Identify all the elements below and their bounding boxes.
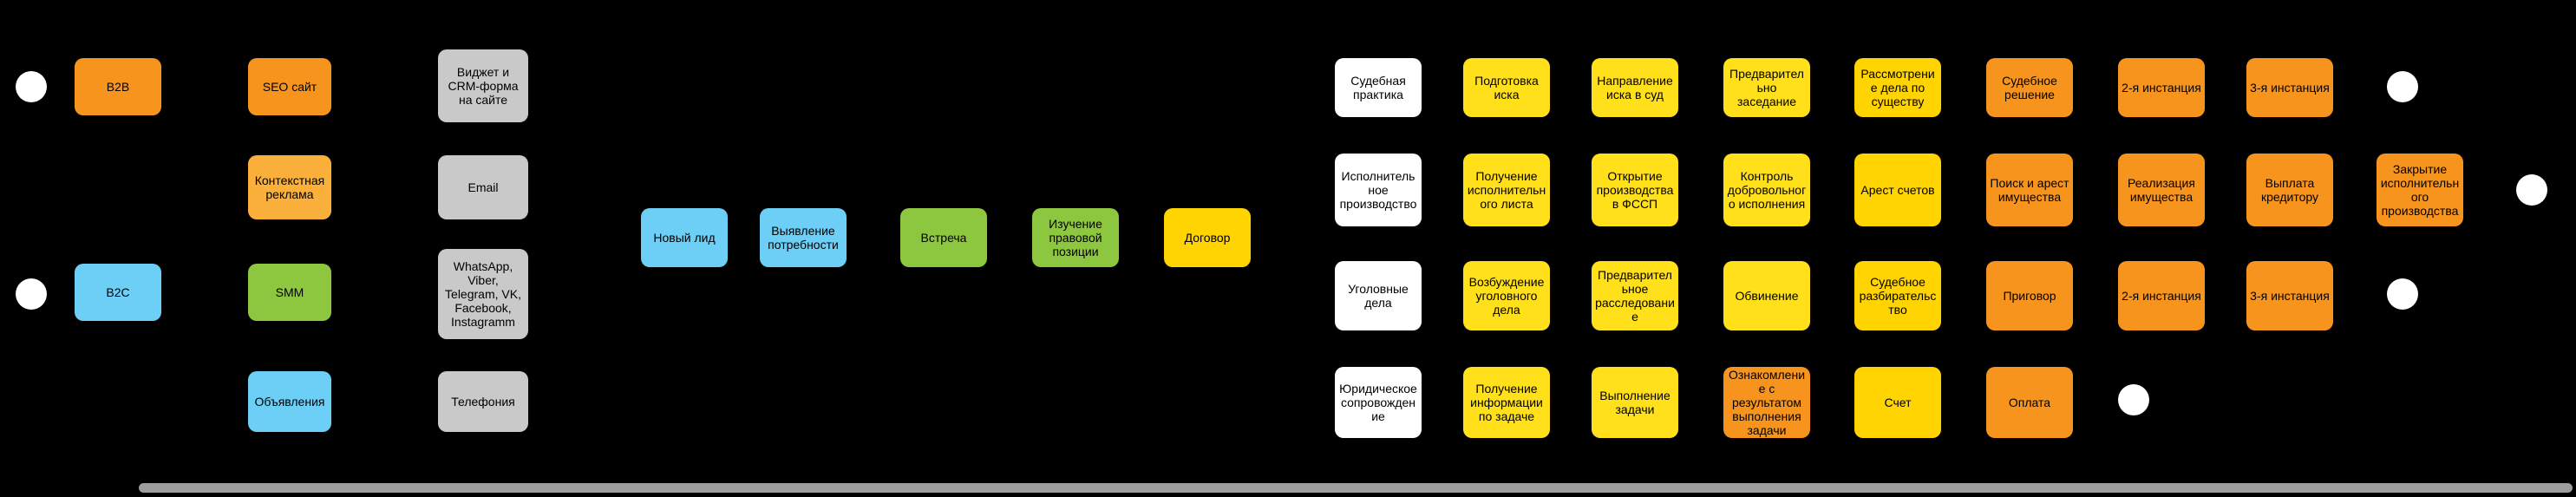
stage-node[interactable]: Судебное решение xyxy=(1986,58,2073,117)
stage-node[interactable]: Открытие производства в ФССП xyxy=(1592,154,1678,226)
stage-node[interactable]: Выполнение задачи xyxy=(1592,367,1678,438)
stage-node[interactable]: Реализация имущества xyxy=(2118,154,2205,226)
end-marker-enforcement xyxy=(2516,174,2547,206)
source-smm[interactable]: SMM xyxy=(248,264,331,321)
channel-widget-crm-form[interactable]: Виджет и CRM-форма на сайте xyxy=(438,49,528,122)
stage-node[interactable]: Поиск и арест имущества xyxy=(1986,154,2073,226)
stage-node[interactable]: Обвинение xyxy=(1723,261,1810,330)
stage-node[interactable]: Приговор xyxy=(1986,261,2073,330)
stage-node[interactable]: Судебное разбирательство xyxy=(1854,261,1941,330)
segment-b2c[interactable]: B2C xyxy=(75,264,161,321)
horizontal-scrollbar[interactable] xyxy=(139,483,2573,493)
lead-stage-new-lead[interactable]: Новый лид xyxy=(641,208,728,267)
stage-node[interactable]: Выплата кредитору xyxy=(2246,154,2333,226)
segment-b2b[interactable]: B2B xyxy=(75,58,161,115)
lead-stage-meeting[interactable]: Встреча xyxy=(900,208,987,267)
pipeline-label-enforcement[interactable]: Исполнительное производство xyxy=(1335,154,1422,226)
stage-node[interactable]: Арест счетов xyxy=(1854,154,1941,226)
stage-node[interactable]: Предварительное расследование xyxy=(1592,261,1678,330)
stage-node[interactable]: 3-я инстанция xyxy=(2246,261,2333,330)
stage-node[interactable]: 2-я инстанция xyxy=(2118,261,2205,330)
pipeline-label-criminal[interactable]: Уголовные дела xyxy=(1335,261,1422,330)
lead-stage-contract[interactable]: Договор xyxy=(1164,208,1251,267)
stage-node[interactable]: Счет xyxy=(1854,367,1941,438)
stage-node[interactable]: Возбуждение уголовного дела xyxy=(1463,261,1550,330)
stage-node[interactable]: Закрытие исполнительного производства xyxy=(2377,154,2463,226)
channel-messengers[interactable]: WhatsApp, Viber, Telegram, VK, Facebook,… xyxy=(438,249,528,339)
stage-node[interactable]: Рассмотрение дела по существу xyxy=(1854,58,1941,117)
lead-stage-legal-position[interactable]: Изучение правовой позиции xyxy=(1032,208,1119,267)
start-marker-b2c xyxy=(16,278,47,310)
source-seo[interactable]: SEO сайт xyxy=(248,58,331,115)
start-marker-b2b xyxy=(16,71,47,102)
pipeline-label-legal-support[interactable]: Юридическое сопровождение xyxy=(1335,367,1422,438)
pipeline-label-court-practice[interactable]: Судебная практика xyxy=(1335,58,1422,117)
end-marker-criminal xyxy=(2387,278,2418,310)
stage-node[interactable]: Получение информации по задаче xyxy=(1463,367,1550,438)
channel-email[interactable]: Email xyxy=(438,155,528,219)
stage-node[interactable]: Предварительно заседание xyxy=(1723,58,1810,117)
stage-node[interactable]: 2-я инстанция xyxy=(2118,58,2205,117)
stage-node[interactable]: Ознакомление с результатом выполнения за… xyxy=(1723,367,1810,438)
source-context-ads[interactable]: Контекстная реклама xyxy=(248,155,331,219)
channel-telephony[interactable]: Телефония xyxy=(438,371,528,432)
stage-node[interactable]: 3-я инстанция xyxy=(2246,58,2333,117)
source-classifieds[interactable]: Объявления xyxy=(248,371,331,432)
lead-stage-needs[interactable]: Выявление потребности xyxy=(760,208,847,267)
stage-node[interactable]: Контроль добровольного исполнения xyxy=(1723,154,1810,226)
stage-node[interactable]: Направление иска в суд xyxy=(1592,58,1678,117)
stage-node[interactable]: Подготовка иска xyxy=(1463,58,1550,117)
stage-node[interactable]: Оплата xyxy=(1986,367,2073,438)
end-marker-legal-support xyxy=(2118,384,2149,415)
end-marker-court-practice xyxy=(2387,71,2418,102)
stage-node[interactable]: Получение исполнительного листа xyxy=(1463,154,1550,226)
